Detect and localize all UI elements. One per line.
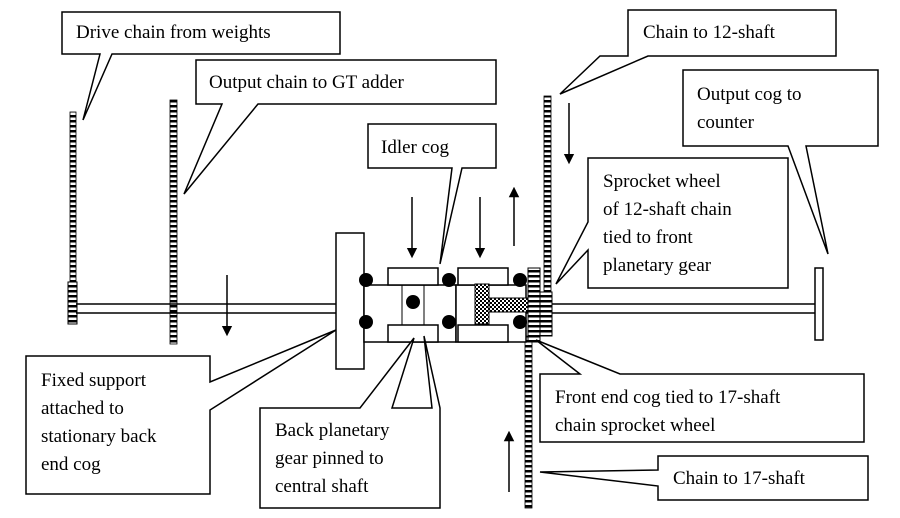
label-idler-cog: Idler cog [381, 137, 450, 158]
label-fixed-support-2: attached to [41, 398, 124, 419]
label-drive-chain: Drive chain from weights [76, 22, 271, 43]
label-fixed-support-1: Fixed support [41, 370, 147, 391]
front-end-cog-arm [488, 297, 530, 313]
callout-output-chain: Output chain to GT adder [183, 59, 497, 195]
pin [359, 315, 373, 329]
label-sprocket-12-4: planetary gear [603, 255, 712, 276]
drive-chain [69, 111, 77, 283]
back-gear-top [387, 267, 439, 286]
callout-sprocket-12: Sprocket wheel of 12-shaft chain tied to… [555, 157, 789, 289]
label-back-planetary-2: gear pinned to [275, 448, 384, 469]
callout-chain-17: Chain to 17-shaft [539, 455, 869, 501]
callout-output-cog: Output cog to counter [682, 69, 879, 255]
pin [359, 273, 373, 287]
sprocket-17-shaft [539, 291, 553, 337]
label-chain-12: Chain to 12-shaft [643, 22, 776, 43]
label-output-cog-1: Output cog to [697, 84, 802, 105]
pin [442, 315, 456, 329]
front-end-cog [474, 283, 490, 325]
label-back-planetary-1: Back planetary [275, 420, 390, 441]
callout-idler-cog: Idler cog [367, 123, 497, 265]
sprocket-12-shaft [527, 267, 541, 343]
chain-17-shaft [524, 335, 533, 509]
callout-chain-12: Chain to 12-shaft [559, 9, 837, 95]
drive-chain-sprocket [67, 281, 78, 325]
label-output-chain: Output chain to GT adder [209, 72, 405, 93]
output-chain-gt [169, 99, 178, 345]
label-sprocket-12-3: tied to front [603, 227, 693, 248]
front-gear-top [457, 267, 509, 286]
pin [513, 315, 527, 329]
pin [513, 273, 527, 287]
chain-12-shaft [543, 95, 552, 293]
label-fixed-support-3: stationary back [41, 426, 157, 447]
callout-fixed-support: Fixed support attached to stationary bac… [25, 329, 337, 495]
label-front-end-cog-1: Front end cog tied to 17-shaft [555, 387, 781, 408]
label-fixed-support-4: end cog [41, 454, 101, 475]
pin [442, 273, 456, 287]
label-output-cog-2: counter [697, 112, 755, 133]
fixed-support [335, 232, 365, 370]
label-back-planetary-3: central shaft [275, 476, 369, 497]
output-cog [814, 267, 824, 341]
front-gear-bottom [457, 324, 509, 343]
label-sprocket-12-1: Sprocket wheel [603, 171, 721, 192]
pin [406, 295, 420, 309]
callout-front-end-cog: Front end cog tied to 17-shaft chain spr… [535, 339, 865, 443]
label-front-end-cog-2: chain sprocket wheel [555, 415, 715, 436]
label-sprocket-12-2: of 12-shaft chain [603, 199, 732, 220]
label-chain-17: Chain to 17-shaft [673, 468, 806, 489]
callout-back-planetary: Back planetary gear pinned to central sh… [259, 335, 441, 509]
callout-drive-chain: Drive chain from weights [61, 11, 341, 121]
